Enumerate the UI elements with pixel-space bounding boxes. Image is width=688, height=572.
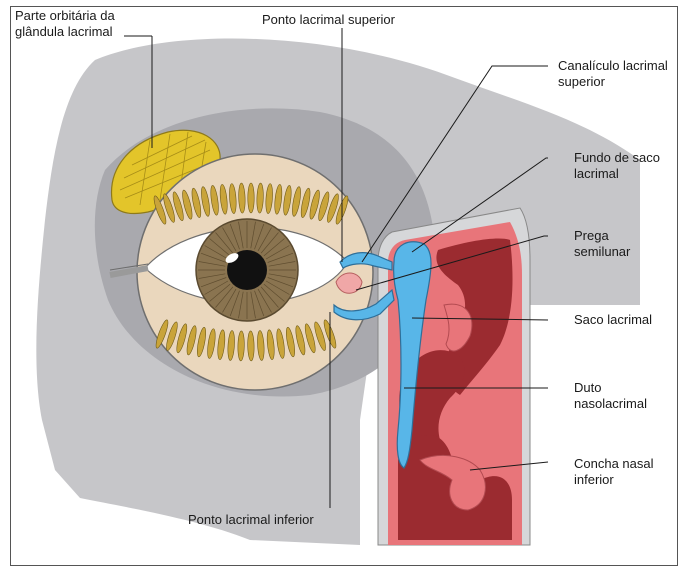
- label-canaliculus-line2: superior: [558, 74, 668, 90]
- eyelash: [248, 183, 254, 213]
- label-plica-line1: Prega: [574, 228, 630, 244]
- label-concha-line2: inferior: [574, 472, 654, 488]
- label-gland-orbital: Parte orbitária da glândula lacrimal: [15, 8, 115, 40]
- label-duct-line2: nasolacrimal: [574, 396, 647, 412]
- label-sac-fundus-line2: lacrimal: [574, 166, 660, 182]
- label-gland-orbital-line1: Parte orbitária da: [15, 8, 115, 24]
- label-concha-line1: Concha nasal: [574, 456, 654, 472]
- label-punctum-superior-line1: Ponto lacrimal superior: [262, 12, 395, 28]
- label-nasolacrimal-duct: Duto nasolacrimal: [574, 380, 647, 412]
- label-plica-semilunaris: Prega semilunar: [574, 228, 630, 260]
- label-punctum-superior: Ponto lacrimal superior: [262, 12, 395, 28]
- label-gland-orbital-line2: glândula lacrimal: [15, 24, 115, 40]
- label-punctum-inferior-line1: Ponto lacrimal inferior: [188, 512, 314, 528]
- label-duct-line1: Duto: [574, 380, 647, 396]
- label-canaliculus-line1: Canalículo lacrimal: [558, 58, 668, 74]
- label-lacrimal-sac: Saco lacrimal: [574, 312, 652, 328]
- label-inferior-concha: Concha nasal inferior: [574, 456, 654, 488]
- label-canaliculus-superior: Canalículo lacrimal superior: [558, 58, 668, 90]
- label-lacrimal-sac-line1: Saco lacrimal: [574, 312, 652, 328]
- label-sac-fundus: Fundo de saco lacrimal: [574, 150, 660, 182]
- label-sac-fundus-line1: Fundo de saco: [574, 150, 660, 166]
- label-plica-line2: semilunar: [574, 244, 630, 260]
- label-punctum-inferior: Ponto lacrimal inferior: [188, 512, 314, 528]
